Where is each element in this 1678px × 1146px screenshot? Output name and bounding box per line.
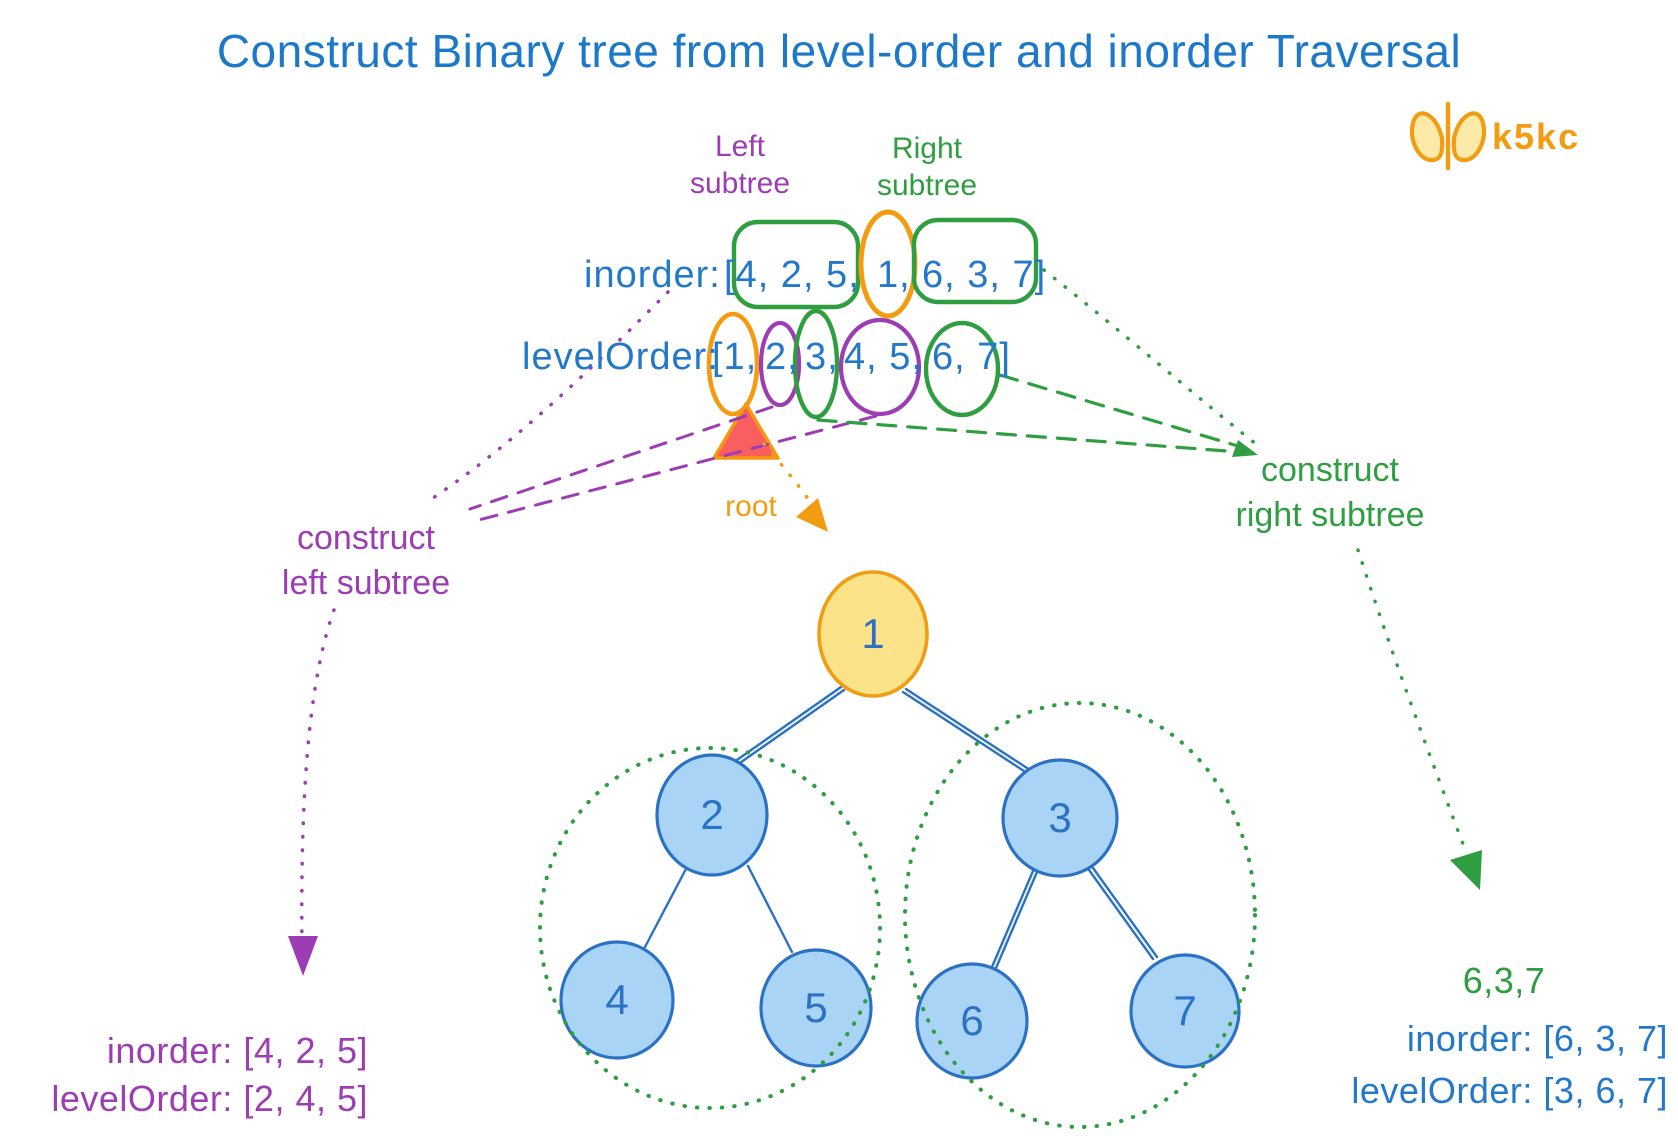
tree-node-2-value: 2 — [700, 791, 724, 838]
levelorder-right-rest-green-circle — [923, 320, 1001, 418]
left-subtree-dotted-circle — [538, 746, 882, 1110]
butterfly-logo-icon — [1409, 101, 1487, 171]
tree-node-5-value: 5 — [804, 984, 828, 1031]
tree-node-3-circle — [1001, 758, 1119, 878]
levelorder-right-rest-part: 6, 7] — [932, 336, 1011, 378]
right-result-inorder: inorder: [6, 3, 7] — [1406, 1018, 1668, 1059]
left-result-arrowhead — [288, 936, 318, 976]
right-subtree-label: Right subtree — [876, 132, 978, 202]
levelorder-right-root-part: 3, — [805, 336, 839, 378]
left-result-levelorder: levelOrder: [2, 4, 5] — [51, 1078, 368, 1119]
tree-edges — [643, 685, 1159, 970]
tree-node-3-value: 3 — [1048, 794, 1072, 841]
brand-name: k5kc — [1492, 116, 1581, 157]
inorder-right-green-box — [911, 217, 1039, 305]
inorder-left-part: [4, 2, 5, — [724, 254, 860, 296]
tree-node-2-circle — [655, 753, 769, 877]
tree-node-1-circle — [817, 570, 929, 698]
left-result-inorder: inorder: [4, 2, 5] — [106, 1030, 368, 1071]
tree-node-1-value: 1 — [861, 610, 885, 657]
right-result-levelorder: levelOrder: [3, 6, 7] — [1351, 1070, 1668, 1111]
right-result-arrowhead — [1450, 850, 1482, 890]
inorder-label: inorder: — [584, 254, 721, 296]
construct-left-dashed-lines — [468, 405, 878, 523]
tree-node-4-circle — [559, 940, 675, 1060]
levelorder-left-root-purple-ellipse — [758, 320, 802, 408]
left-subtree-label: Left subtree — [689, 130, 791, 200]
levelorder-left-rest-purple-circle — [838, 317, 922, 417]
levelorder-left-rest-part: 4, 5, — [844, 336, 923, 378]
inorder-right-part: 6, 3, 7] — [922, 254, 1047, 296]
levelorder-root-orange-ellipse — [706, 311, 760, 417]
construct-left-label: construct left subtree — [281, 519, 451, 602]
right-result-dotted-path — [1042, 268, 1468, 854]
levelorder-left-root-part: 2, — [765, 336, 799, 378]
tree-node-7-value: 7 — [1173, 987, 1197, 1034]
tree-node-6-value: 6 — [960, 997, 984, 1044]
page-title: Construct Binary tree from level-order a… — [216, 25, 1462, 77]
right-subtree-dotted-circle — [903, 701, 1257, 1129]
levelorder-label: levelOrder: — [522, 336, 719, 378]
root-arrowhead — [796, 498, 828, 532]
inorder-root-part: 1, — [877, 254, 911, 296]
root-label: root — [725, 490, 777, 523]
tree-node-4-value: 4 — [605, 976, 629, 1023]
tree-node-6-circle — [915, 962, 1029, 1080]
right-result-heading: 6,3,7 — [1462, 960, 1546, 1001]
construct-right-arrowhead — [1232, 440, 1258, 457]
inorder-left-green-box — [731, 219, 861, 310]
construct-right-dashed-lines — [816, 373, 1242, 454]
tree-node-7-circle — [1129, 953, 1241, 1069]
construct-right-label: construct right subtree — [1235, 451, 1425, 534]
levelorder-right-root-green-ellipse — [792, 308, 840, 420]
levelorder-root-part: [1, — [712, 336, 758, 378]
tree-node-5-circle — [759, 948, 873, 1068]
left-result-dotted-path — [300, 290, 670, 950]
